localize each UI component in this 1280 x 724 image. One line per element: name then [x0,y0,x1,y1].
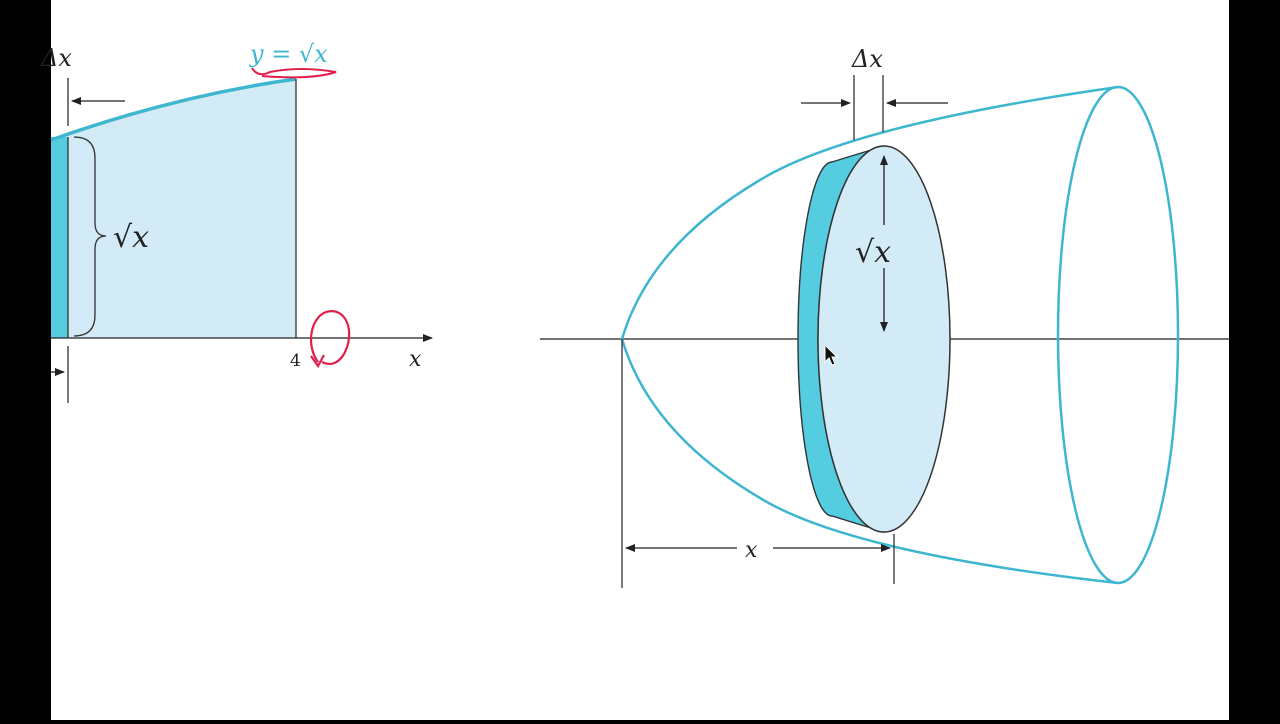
equation-underline [251,67,337,79]
shaded-region [51,79,296,338]
mouse-pointer-icon [824,343,839,366]
sqrt-curve [50,77,297,142]
distance-x-label: x [745,538,758,563]
rotation-arrow-icon [310,310,351,369]
height-brace [73,136,107,337]
tick-label-4: 4 [290,351,301,371]
radius-label: √x [855,235,891,270]
x-axis-label: x [409,347,422,372]
left-figure: Δx √x y = √x 4 x [40,40,433,403]
curve-equation-label: y = √x [249,40,328,68]
delta-x-label: Δx [40,44,72,72]
radius-label-backdrop [850,226,914,268]
height-label: √x [113,220,149,255]
right-figure: Δx √x x [540,45,1229,588]
end-ellipse [1056,85,1180,585]
slab-strip [51,137,68,338]
delta-x-label-right: Δx [851,45,883,73]
